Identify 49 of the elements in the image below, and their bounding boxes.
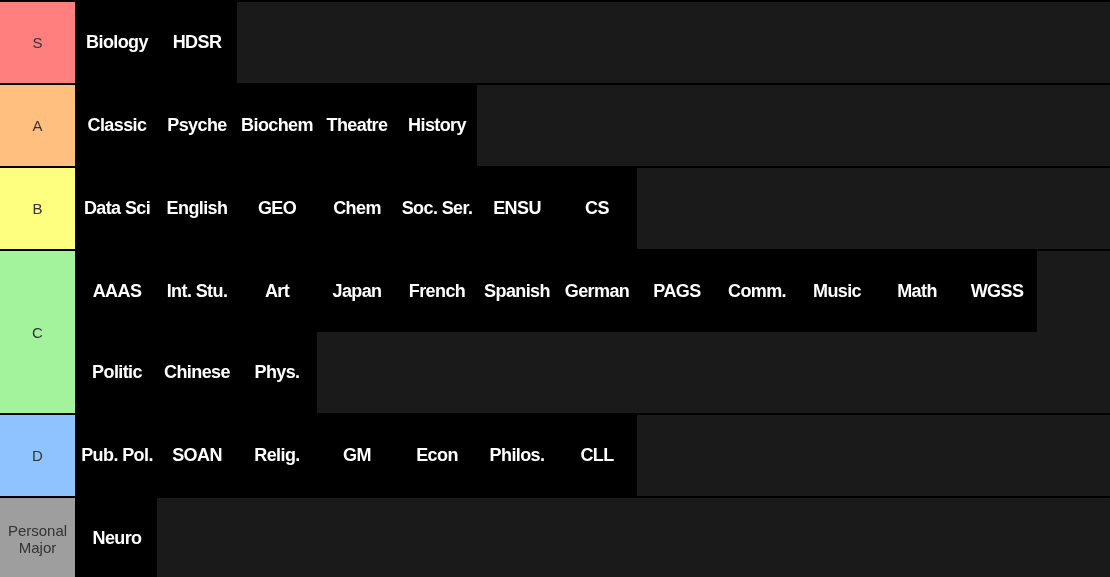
subject-tile: Neuro xyxy=(77,498,157,577)
subject-tile: Music xyxy=(797,251,877,332)
subject-tile: German xyxy=(557,251,637,332)
tier-row xyxy=(0,251,1110,413)
subject-tile: History xyxy=(397,85,477,166)
subject-tile: Spanish xyxy=(477,251,557,332)
tier-label: A xyxy=(0,85,77,166)
tier-label: C xyxy=(0,251,77,413)
subject-tile: Relig. xyxy=(237,415,317,496)
tier-label: Personal Major xyxy=(0,498,77,577)
subject-tile: French xyxy=(397,251,477,332)
subject-tile: Comm. xyxy=(717,251,797,332)
subject-tile: Art xyxy=(237,251,317,332)
tier-row xyxy=(0,85,1110,166)
subject-tile: Classic xyxy=(77,85,157,166)
subject-tile: Biology xyxy=(77,2,157,83)
subject-tile: English xyxy=(157,168,237,249)
subject-tile: Pub. Pol. xyxy=(77,415,157,496)
tier-row xyxy=(0,168,1110,249)
subject-tile: Biochem xyxy=(237,85,317,166)
subject-tile: Math xyxy=(877,251,957,332)
subject-tile: CS xyxy=(557,168,637,249)
subject-tile: WGSS xyxy=(957,251,1037,332)
subject-tile: AAAS xyxy=(77,251,157,332)
subject-tile: Int. Stu. xyxy=(157,251,237,332)
subject-tile: Data Sci xyxy=(77,168,157,249)
tier-label: B xyxy=(0,168,77,249)
subject-tile: Soc. Ser. xyxy=(397,168,477,249)
subject-tile: Psyche xyxy=(157,85,237,166)
tier-label: D xyxy=(0,415,77,496)
subject-tile: Theatre xyxy=(317,85,397,166)
subject-tile: Politic xyxy=(77,332,157,413)
subject-tile: Chinese xyxy=(157,332,237,413)
tier-row xyxy=(0,415,1110,496)
tier-row xyxy=(0,2,1110,83)
subject-tile: GEO xyxy=(237,168,317,249)
subject-tile: Philos. xyxy=(477,415,557,496)
subject-tile: HDSR xyxy=(157,2,237,83)
tier-row xyxy=(0,498,1110,577)
subject-tile: Econ xyxy=(397,415,477,496)
subject-tile: Japan xyxy=(317,251,397,332)
subject-tile: SOAN xyxy=(157,415,237,496)
subject-tile: Chem xyxy=(317,168,397,249)
subject-tile: PAGS xyxy=(637,251,717,332)
subject-tile: Phys. xyxy=(237,332,317,413)
tier-label: S xyxy=(0,2,77,83)
subject-tile: CLL xyxy=(557,415,637,496)
subject-tile: ENSU xyxy=(477,168,557,249)
subject-tile: GM xyxy=(317,415,397,496)
